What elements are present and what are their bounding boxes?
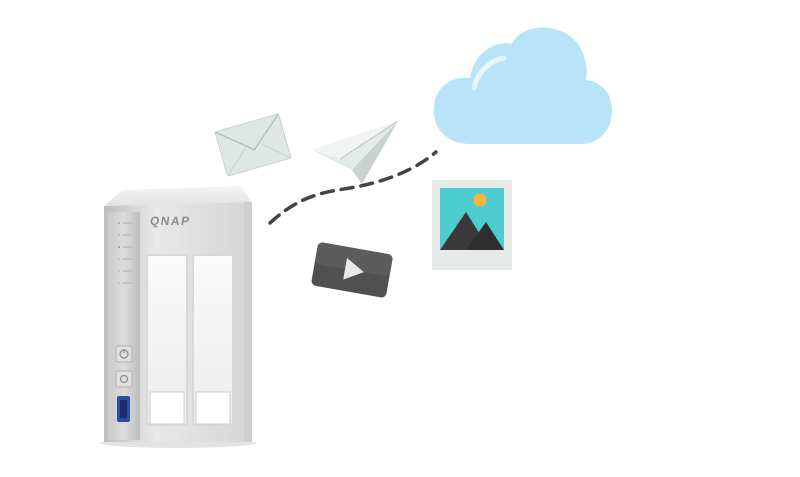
nas-device-icon xyxy=(100,186,256,448)
usb-port xyxy=(117,396,130,422)
status-leds xyxy=(118,222,133,284)
drive-bay-1 xyxy=(146,254,188,426)
picture-icon xyxy=(432,180,512,270)
device-brand-logo: QNAP xyxy=(149,214,192,228)
power-button xyxy=(115,345,133,363)
paper-plane-icon xyxy=(312,120,399,184)
drive-bay-2 xyxy=(192,254,234,426)
envelope-icon xyxy=(214,113,292,177)
copy-button xyxy=(115,370,133,388)
video-play-icon xyxy=(311,242,393,298)
cloud-icon xyxy=(433,27,612,144)
dashed-connection-path xyxy=(268,150,438,225)
